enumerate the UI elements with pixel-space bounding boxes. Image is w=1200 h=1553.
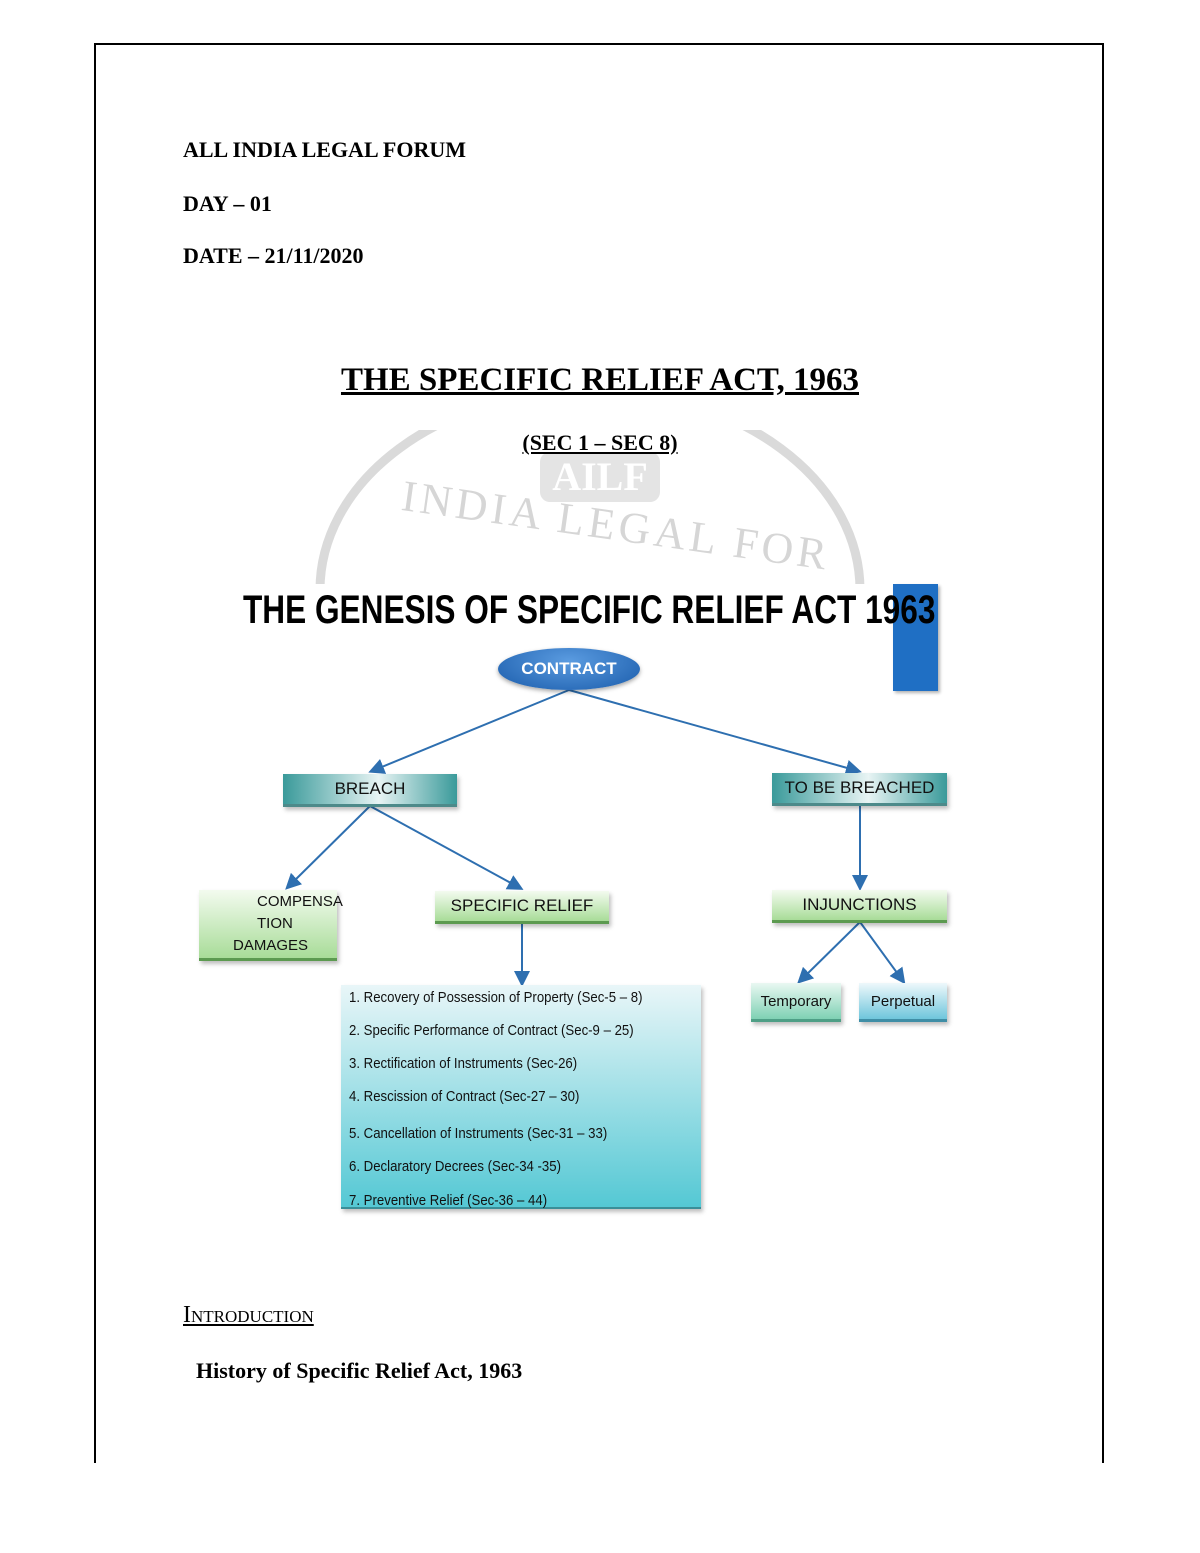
perpetual-node: Perpetual: [859, 983, 947, 1022]
accent-bar: [893, 584, 938, 691]
document-title: THE SPECIFIC RELIEF ACT, 1963: [340, 362, 859, 398]
date-label: DATE – 21/11/2020: [183, 243, 364, 268]
compensation-node: COMPENSA TION DAMAGES: [199, 890, 343, 961]
org-name: ALL INDIA LEGAL FORUM: [183, 137, 466, 162]
contract-node: CONTRACT: [498, 648, 640, 690]
relief-item: 2. Specific Performance of Contract (Sec…: [349, 1022, 634, 1039]
page-border-right: [1102, 43, 1104, 1463]
compensation-line-3: DAMAGES: [233, 937, 309, 954]
injunctions-node: INJUNCTIONS: [772, 890, 947, 923]
relief-item: 6. Declaratory Decrees (Sec-34 -35): [349, 1158, 562, 1175]
diagram-title: THE GENESIS OF SPECIFIC RELIEF ACT 1963: [243, 588, 936, 632]
to-be-breached-node: TO BE BREACHED: [772, 773, 947, 806]
arrow-contract-breach: [368, 689, 570, 774]
watermark-logo: AILF: [540, 452, 660, 502]
arrow-contract-tobebreached: [568, 689, 862, 776]
document-subtitle: (SEC 1 – SEC 8): [522, 430, 678, 455]
page-border-top: [95, 43, 1104, 45]
compensation-line-2: TION: [257, 915, 293, 932]
relief-item: 4. Rescission of Contract (Sec-27 – 30): [349, 1088, 580, 1105]
arrow-injunctions-temporary: [797, 921, 861, 984]
relief-item: 5. Cancellation of Instruments (Sec-31 –…: [349, 1125, 608, 1142]
page-border-left: [94, 43, 96, 1463]
history-subheading: History of Specific Relief Act, 1963: [196, 1358, 523, 1383]
watermark-arc: [315, 430, 865, 590]
relief-item: 1. Recovery of Possession of Property (S…: [349, 989, 643, 1006]
temporary-node: Temporary: [751, 983, 841, 1022]
relief-item: 3. Rectification of Instruments (Sec-26): [349, 1055, 578, 1072]
day-label: DAY – 01: [183, 191, 272, 216]
arrow-breach-specific-relief: [369, 805, 524, 890]
relief-list-box: 1. Recovery of Possession of Property (S…: [341, 985, 701, 1209]
relief-item: 7. Preventive Relief (Sec-36 – 44): [349, 1192, 548, 1209]
arrow-breach-compensation: [285, 805, 371, 890]
arrow-injunctions-perpetual: [859, 921, 906, 985]
specific-relief-node: SPECIFIC RELIEF: [435, 891, 609, 924]
introduction-heading: Introduction: [183, 1302, 314, 1328]
breach-node: BREACH: [283, 774, 457, 807]
compensation-line-1: COMPENSA: [257, 893, 343, 910]
